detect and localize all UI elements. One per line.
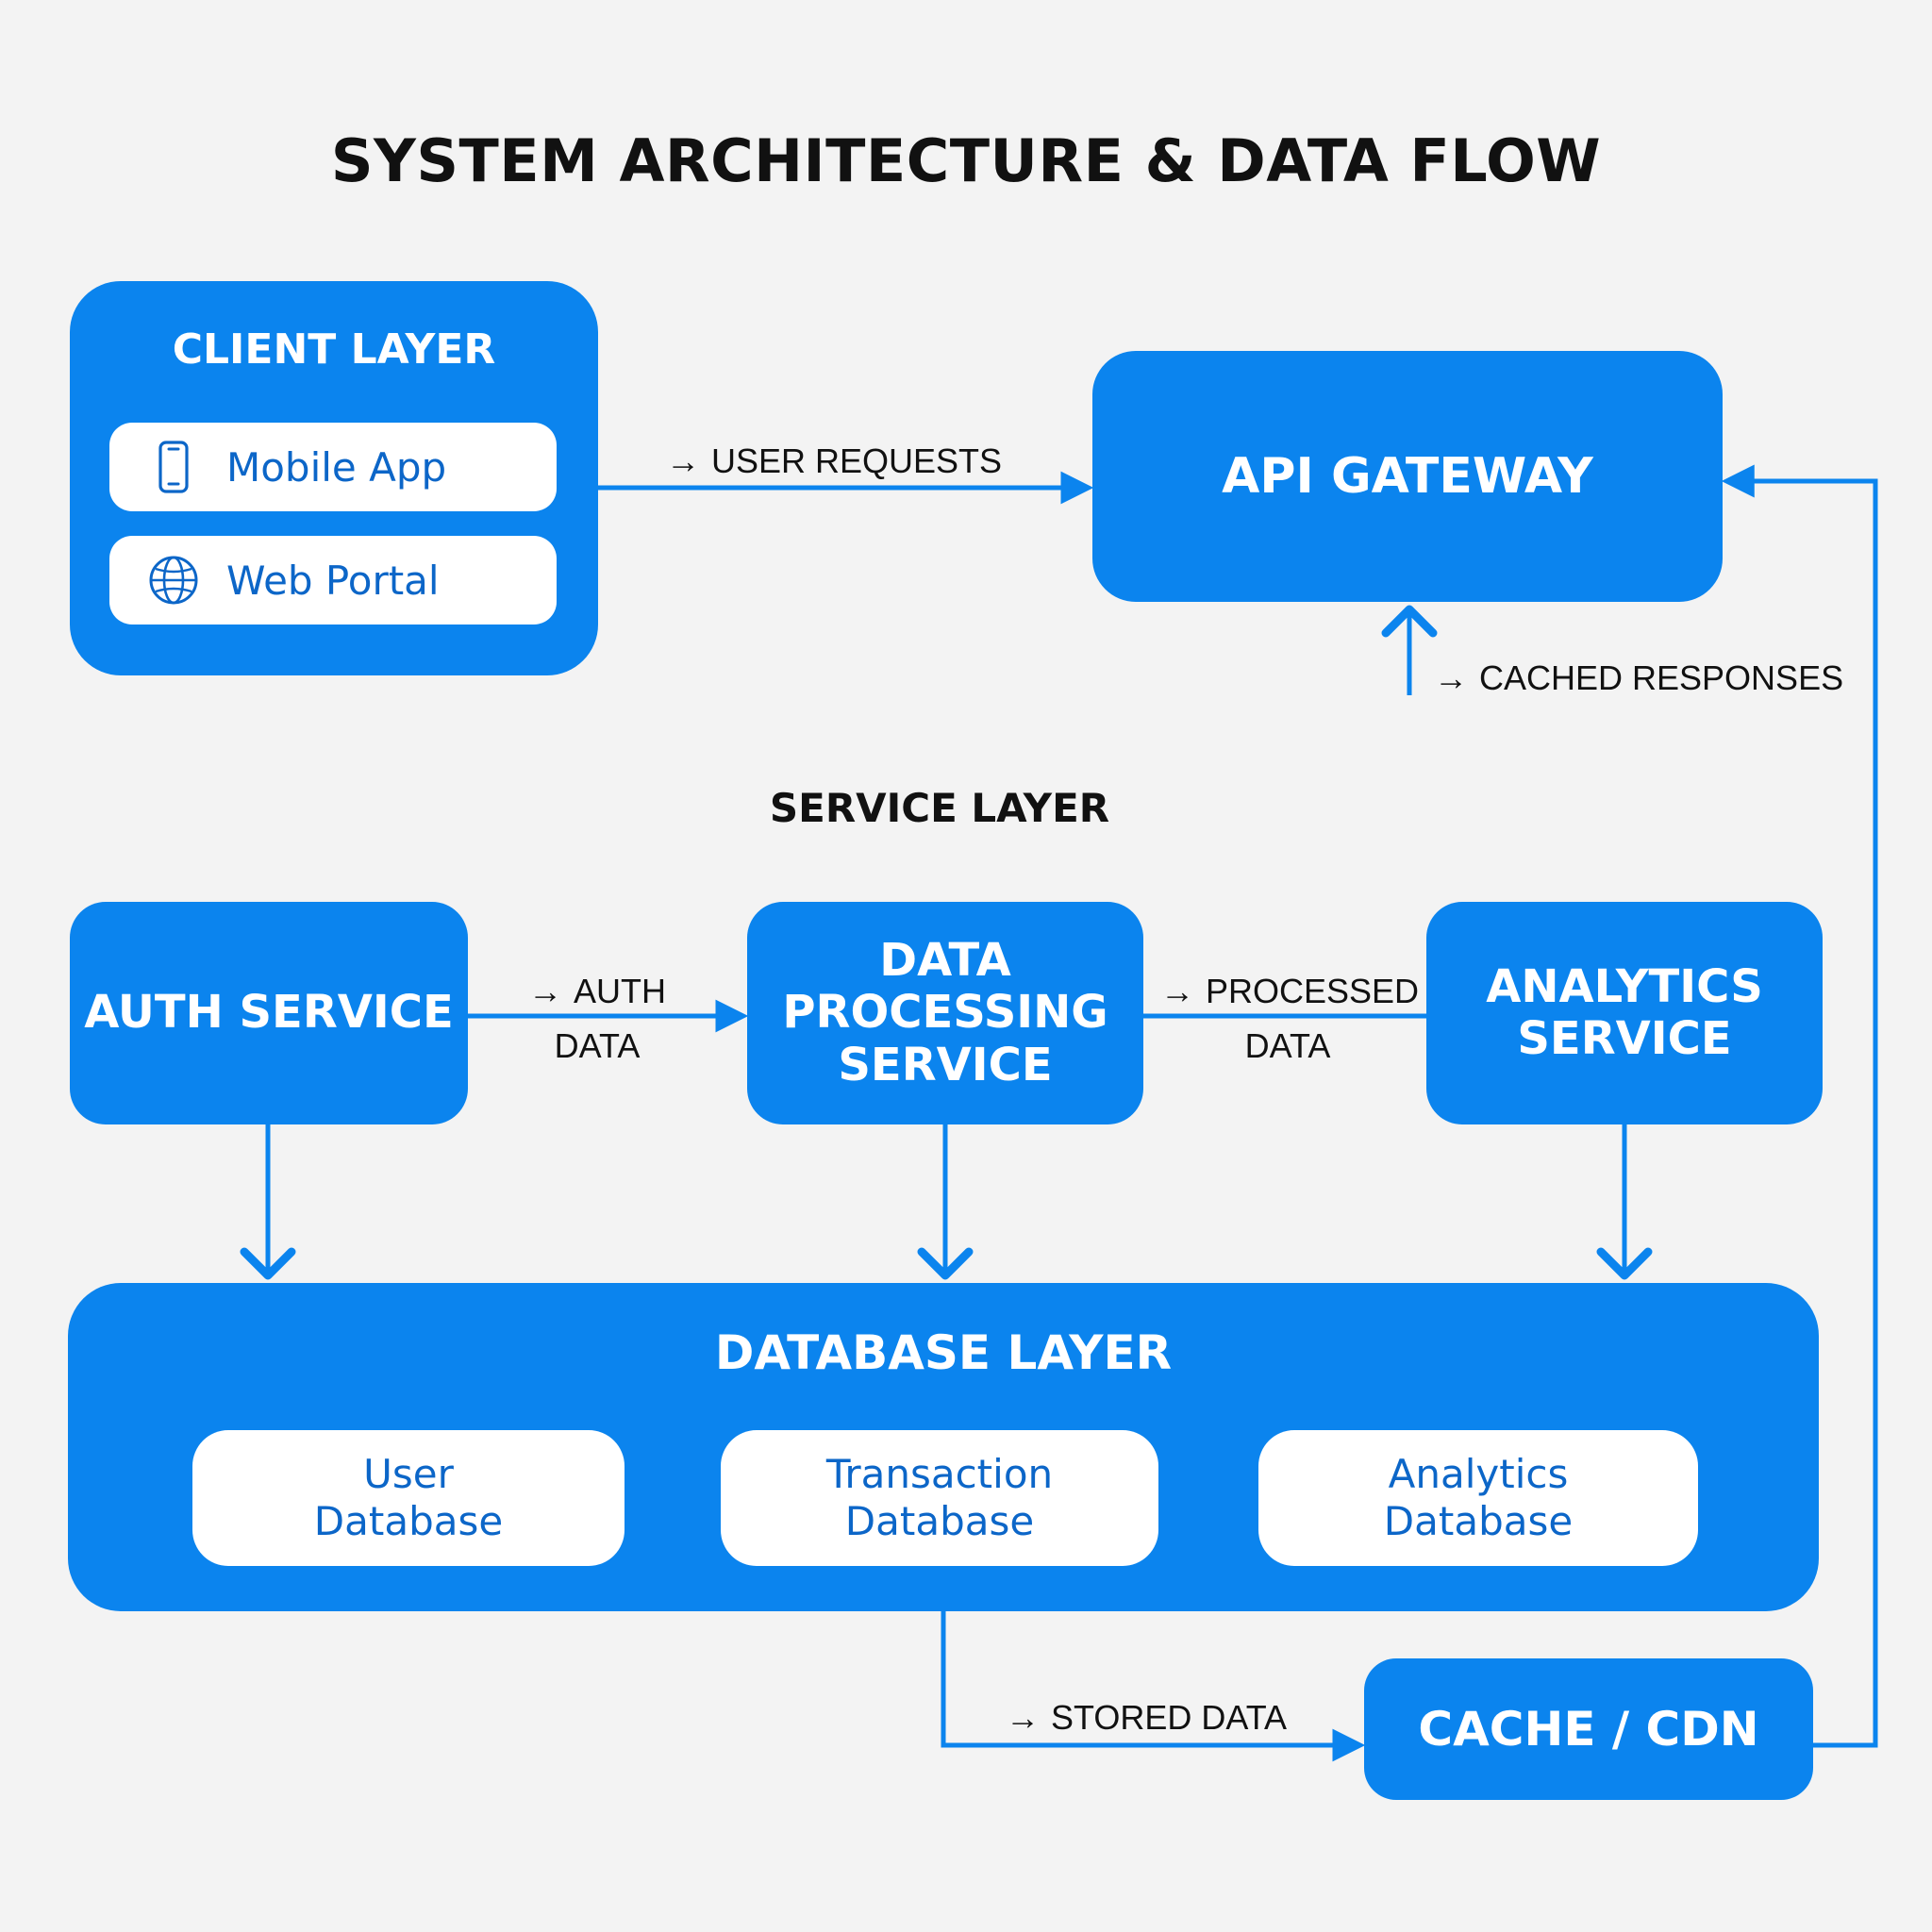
processed-data-label: → PROCESSED DATA (1160, 964, 1419, 1074)
web-portal-label: Web Portal (226, 557, 440, 604)
mobile-app-label: Mobile App (226, 443, 447, 491)
analytics-service-title: ANALYTICS SERVICE (1486, 959, 1763, 1065)
database-layer-box: DATABASE LAYER User Database Transaction… (68, 1283, 1819, 1611)
database-to-cache-connector (941, 1611, 1366, 1762)
transaction-database-line-2: Database (844, 1498, 1035, 1544)
database-layer-title: DATABASE LAYER (714, 1325, 1173, 1380)
globe-icon (145, 552, 202, 608)
client-layer-title: CLIENT LAYER (172, 325, 496, 374)
data-processing-service-title: DATA PROCESSING SERVICE (782, 934, 1108, 1091)
mobile-phone-icon (145, 439, 202, 495)
auth-data-text-line-2: DATA (554, 1026, 641, 1065)
auth-data-text-line-1: AUTH (574, 972, 666, 1010)
auth-service-box: AUTH SERVICE (70, 902, 468, 1124)
user-database-line-2: Database (313, 1498, 504, 1544)
service-layer-title: SERVICE LAYER (769, 785, 1110, 831)
stored-data-label: → STORED DATA (1006, 1698, 1287, 1738)
processed-data-text-line-1: PROCESSED (1206, 972, 1420, 1010)
web-portal-item: Web Portal (109, 536, 557, 625)
auth-data-line-1: → AUTH (509, 964, 685, 1019)
data-processing-service-box: DATA PROCESSING SERVICE (747, 902, 1143, 1124)
analytics-service-box: ANALYTICS SERVICE (1426, 902, 1823, 1124)
user-requests-label: → USER REQUESTS (666, 441, 1002, 481)
api-gateway-title: API GATEWAY (1222, 448, 1593, 505)
api-gateway-box: API GATEWAY (1092, 351, 1723, 602)
user-database-box: User Database (192, 1430, 625, 1566)
arrow-right-icon: → (1006, 1698, 1040, 1737)
transaction-database-line-1: Transaction (825, 1451, 1054, 1498)
cached-responses-text: CACHED RESPONSES (1479, 658, 1844, 697)
cache-to-api-connector (1721, 464, 1878, 1748)
processed-data-text-line-2: DATA (1244, 1026, 1331, 1065)
auth-service-title: AUTH SERVICE (84, 986, 454, 1040)
arrow-right-icon: → (1160, 972, 1194, 1010)
client-layer-box: CLIENT LAYER Mobile App (70, 281, 598, 675)
auth-data-label: → AUTH DATA (509, 964, 685, 1074)
arrow-right-icon: → (528, 972, 562, 1010)
user-database-line-1: User (363, 1451, 454, 1498)
transaction-database-box: Transaction Database (721, 1430, 1158, 1566)
analytics-database-line-2: Database (1383, 1498, 1574, 1544)
arrow-right-icon: → (1434, 658, 1468, 697)
cached-responses-label: → CACHED RESPONSES (1434, 658, 1843, 698)
stored-data-text: STORED DATA (1051, 1698, 1288, 1737)
cache-cdn-title: CACHE / CDN (1418, 1702, 1759, 1757)
user-requests-text: USER REQUESTS (711, 441, 1003, 480)
arrow-right-icon: → (666, 441, 700, 480)
mobile-app-item: Mobile App (109, 423, 557, 511)
analytics-database-box: Analytics Database (1258, 1430, 1698, 1566)
processed-data-line-1: → PROCESSED (1160, 964, 1419, 1019)
cache-cdn-box: CACHE / CDN (1364, 1658, 1813, 1800)
analytics-database-line-1: Analytics (1388, 1451, 1569, 1498)
diagram-title: SYSTEM ARCHITECTURE & DATA FLOW (330, 126, 1602, 195)
